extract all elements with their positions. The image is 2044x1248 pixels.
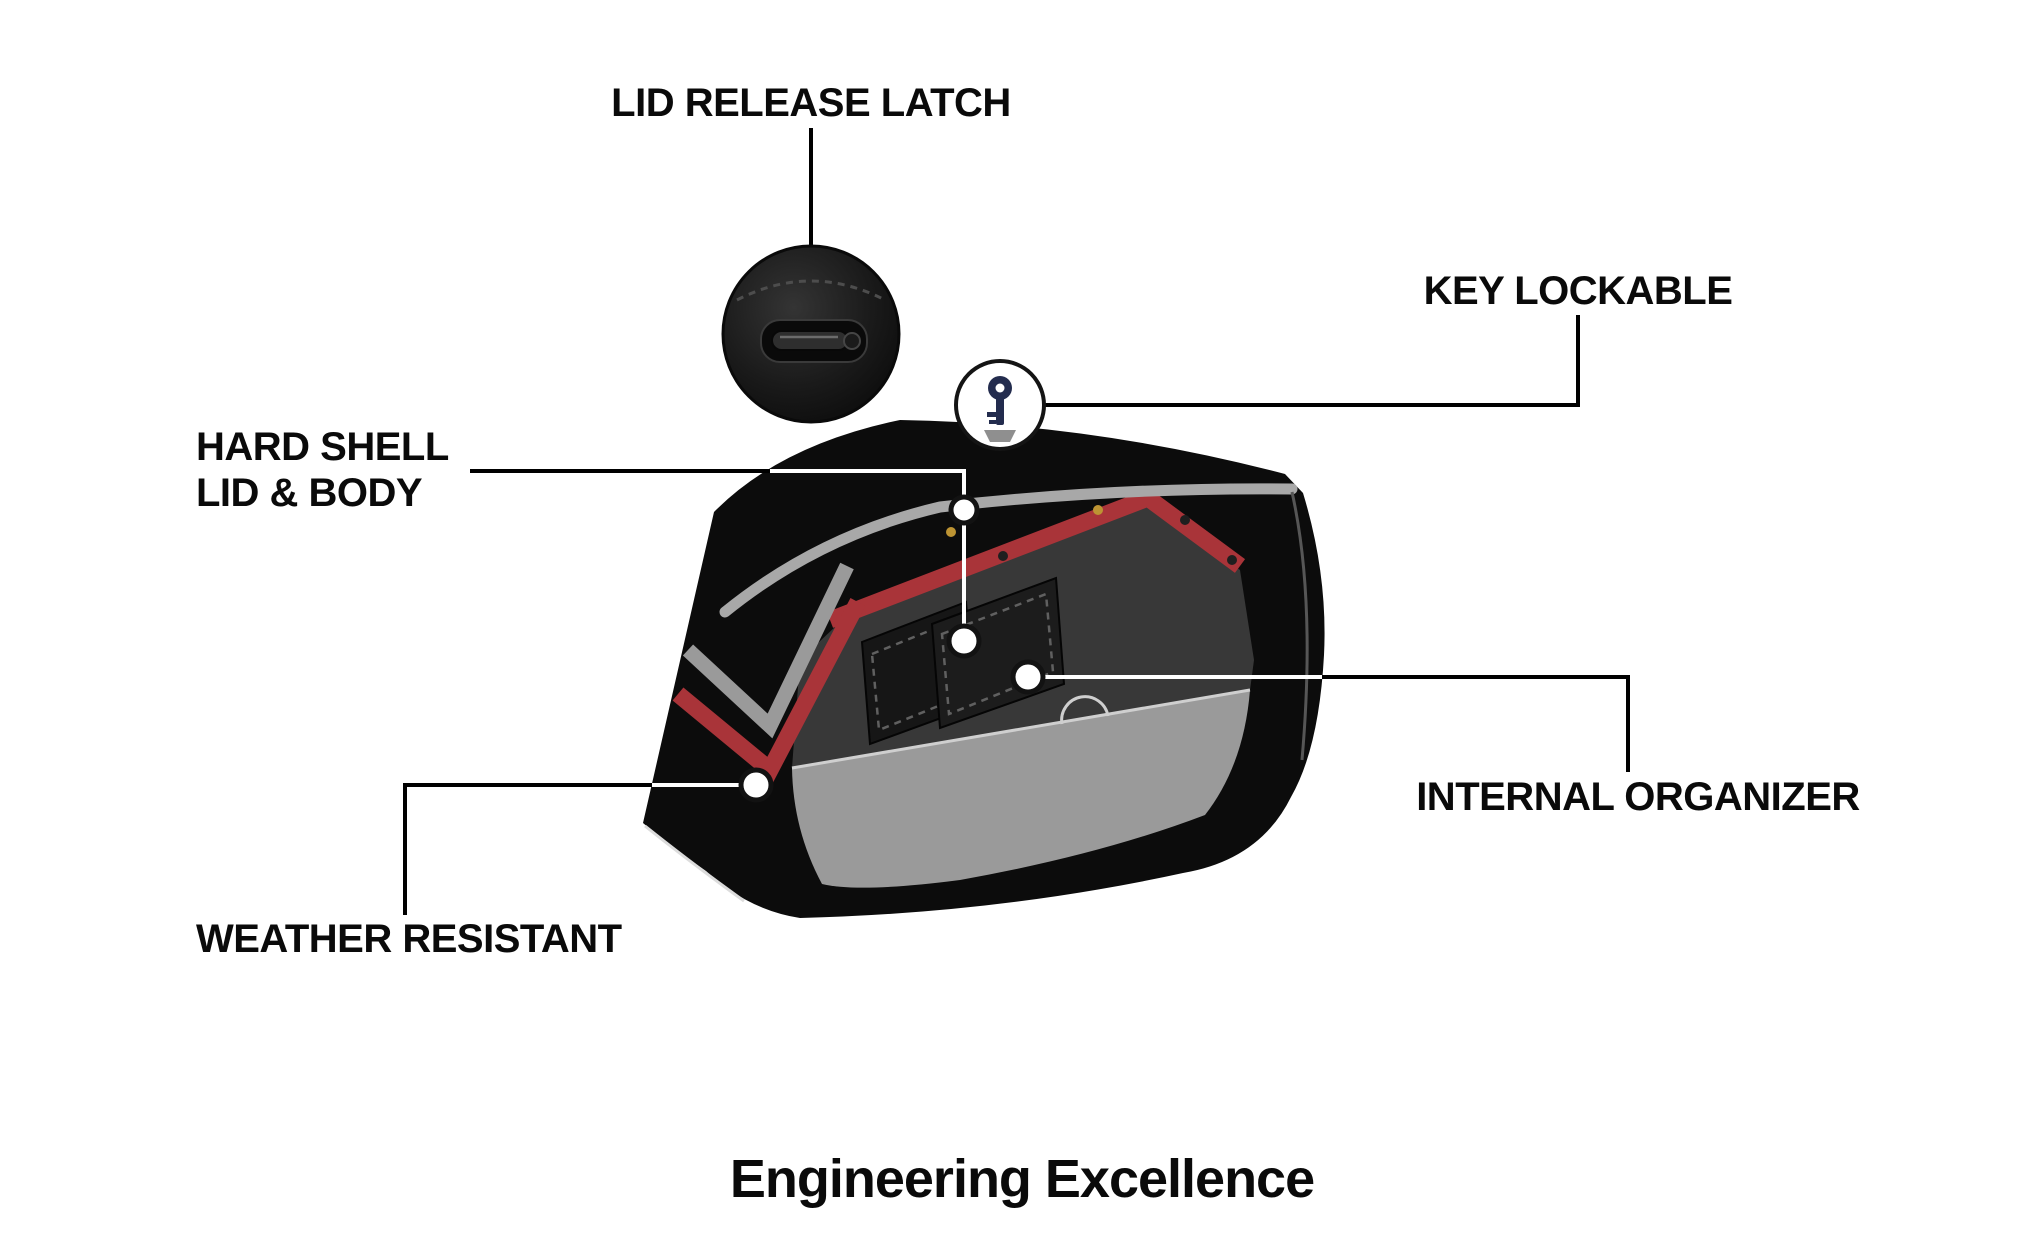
interior-notch bbox=[1060, 695, 1110, 725]
internal-organizer-anchor-dot bbox=[1010, 659, 1046, 695]
callout-internal-organizer-label: INTERNAL ORGANIZER bbox=[1416, 775, 1860, 819]
callout-hard-shell-line1: HARD SHELL bbox=[196, 425, 449, 469]
internal-organizer-line bbox=[1322, 675, 1630, 772]
callout-weather-resistant-label: WEATHER RESISTANT bbox=[196, 917, 622, 961]
callout-lines-over-bag bbox=[652, 469, 1322, 787]
key-lockable-line bbox=[1044, 315, 1580, 407]
interior-floor bbox=[792, 690, 1250, 888]
callout-anchor-dots bbox=[738, 494, 1046, 803]
hard-shell-lid-anchor-dot bbox=[948, 494, 980, 526]
saddlebag-body bbox=[643, 420, 1325, 918]
callout-lid-release-latch-label: LID RELEASE LATCH bbox=[611, 81, 1011, 125]
weather-resistant-anchor-dot bbox=[738, 767, 774, 803]
key-icon bbox=[954, 359, 1046, 451]
hard-shell-line-overlay bbox=[770, 469, 966, 641]
weather-resistant-line bbox=[403, 783, 652, 915]
interior-divider-seam bbox=[791, 688, 1251, 770]
hard-shell-body-anchor-dot bbox=[946, 623, 982, 659]
rivet-dots bbox=[946, 505, 1237, 565]
flap-gray-chevron bbox=[682, 562, 854, 739]
callout-key-lockable-label: KEY LOCKABLE bbox=[1423, 269, 1733, 313]
interior-red-stripe bbox=[826, 488, 1246, 628]
callout-hard-shell-label: HARD SHELL LID & BODY bbox=[196, 424, 449, 516]
callout-lines bbox=[403, 128, 1630, 915]
flap-red-chevron bbox=[672, 598, 866, 784]
diagram-title: Engineering Excellence bbox=[729, 1149, 1315, 1209]
flap-edge-highlight bbox=[644, 824, 745, 903]
lid-latch-inset-icon bbox=[721, 244, 901, 424]
right-seam-line bbox=[1290, 491, 1309, 761]
callout-hard-shell-line2: LID & BODY bbox=[196, 471, 423, 515]
